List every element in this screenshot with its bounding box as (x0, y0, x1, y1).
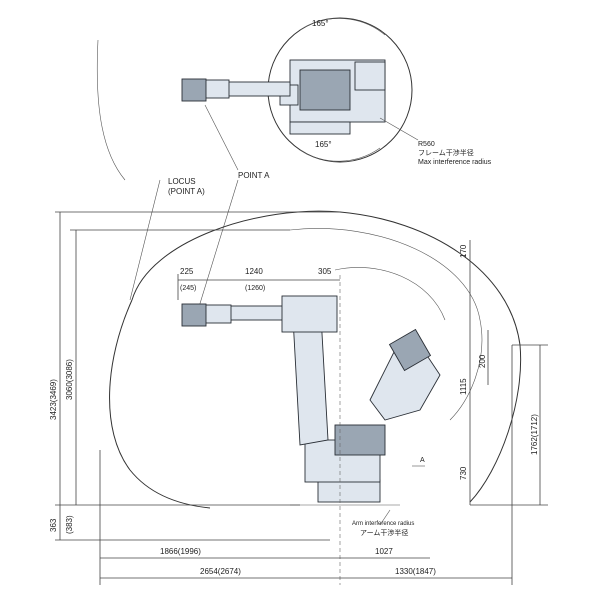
side-elbow (281, 295, 338, 333)
arm-interf-leader (379, 509, 391, 526)
callouts: LOCUS (POINT A) POINT A (96, 39, 270, 311)
dim-1866-label: 1866(1996) (160, 547, 201, 556)
reach-envelope-inner (289, 228, 483, 421)
side-view: A 225 (245) 1240 (1260) 305 170 1115 730… (49, 210, 548, 585)
dim-2654-label: 2654(2674) (200, 567, 241, 576)
dim-363-label: 363 (49, 518, 58, 532)
top-angle-upper-label: 165° (312, 19, 329, 28)
dim-383-label: (383) (65, 515, 74, 534)
folded-wrist (388, 328, 432, 372)
interference-leader (379, 117, 419, 141)
dim-3060-label: 3060(3086) (65, 359, 74, 400)
top-angle-lower-label: 165° (315, 140, 332, 149)
top-flange (181, 78, 207, 102)
side-base (317, 479, 381, 503)
dim-3423-label: 3423(3469) (49, 379, 58, 420)
dim-730-label: 730 (459, 466, 468, 480)
dim-1027-label: 1027 (375, 547, 393, 556)
locus-label-line2: (POINT A) (168, 187, 205, 196)
dim-245-label: (245) (180, 285, 196, 292)
arm-interf-en-label: Arm interference radius (352, 521, 414, 527)
top-motor-cover (354, 61, 386, 91)
locus-leader (129, 179, 161, 301)
dim-1115-label: 1115 (459, 378, 468, 395)
locus-curve-left (96, 39, 126, 181)
top-angle-arc-upper (299, 18, 386, 36)
top-arm (227, 81, 291, 97)
dim-1330-label: 1330(1847) (395, 567, 436, 576)
dim-225-label: 225 (180, 267, 194, 276)
top-base-lower (289, 121, 351, 135)
arm-interference-arc (334, 267, 446, 321)
arm-interf-jp-label: アーム干渉半径 (360, 528, 408, 537)
point-a-leader-lower (197, 179, 239, 311)
top-motor-block (299, 69, 351, 111)
dim-1260-label: (1260) (245, 285, 265, 292)
top-wrist (204, 79, 230, 99)
dim-305-label: 305 (318, 267, 332, 276)
marker-a: A (420, 457, 425, 464)
dim-1762-label: 1762(1712) (530, 414, 539, 455)
reach-envelope-lower (109, 299, 211, 509)
interference-jp-label: フレーム干渉半径 (418, 148, 474, 157)
side-motor (334, 424, 386, 456)
dim-200-label: 200 (478, 354, 487, 368)
point-a-label: POINT A (238, 171, 270, 180)
dim-1240-label: 1240 (245, 267, 263, 276)
interference-en-label: Max interference radius (418, 159, 492, 166)
dim-170-label: 170 (459, 244, 468, 258)
side-wrist (204, 304, 232, 324)
interference-radius-label: R560 (418, 141, 435, 148)
point-a-leader-upper (204, 104, 239, 171)
side-flange (181, 303, 207, 327)
locus-label-line1: LOCUS (168, 177, 196, 186)
top-angle-arc-lower (299, 147, 381, 162)
top-view: 165° 165° R560 フレーム干渉半径 Max interference… (181, 17, 492, 166)
